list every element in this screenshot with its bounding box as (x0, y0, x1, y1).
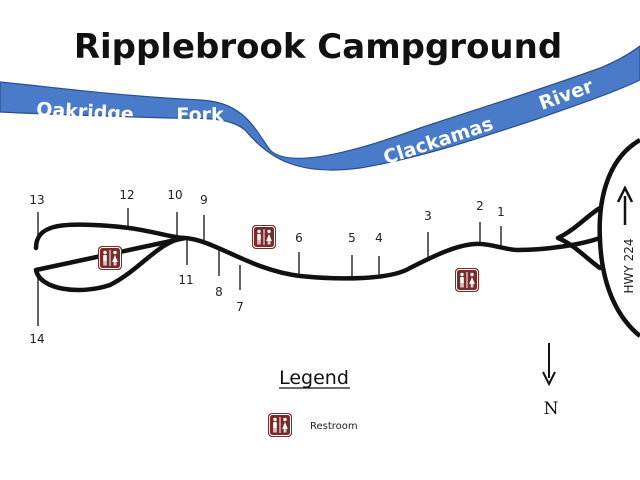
river-label-fork: Fork (176, 104, 224, 126)
restroom-icon (267, 412, 293, 438)
campsite-label-6: 6 (295, 231, 303, 245)
campsite-label-1: 1 (497, 205, 505, 219)
restroom-icon (97, 245, 123, 271)
campsite-label-7: 7 (236, 300, 244, 314)
campsite-label-3: 3 (424, 209, 432, 223)
campsite-spurs (37, 208, 502, 326)
campground-road (33, 205, 603, 293)
river (0, 45, 640, 171)
campsite-label-10: 10 (167, 188, 182, 202)
map-title: Ripplebrook Campground (74, 27, 562, 67)
campsite-label-11: 11 (178, 273, 193, 287)
north-label: N (544, 399, 559, 419)
legend-title: Legend (279, 367, 349, 389)
legend-item-restroom: Restroom (310, 421, 358, 432)
campsite-label-2: 2 (476, 199, 484, 213)
river-label-oakridge: Oakridge (36, 98, 135, 125)
highway-label: HWY 224 (622, 239, 636, 294)
restroom-icon (251, 224, 277, 250)
north-arrowhead-icon (542, 371, 556, 387)
campsite-label-13: 13 (29, 193, 44, 207)
highway-direction-arrowhead (616, 185, 634, 203)
campsite-label-9: 9 (200, 193, 208, 207)
campsite-label-8: 8 (215, 285, 223, 299)
campsite-label-14: 14 (29, 332, 44, 346)
restroom-icon (454, 267, 480, 293)
campsite-label-5: 5 (348, 231, 356, 245)
campsite-label-12: 12 (119, 188, 134, 202)
highway-road (597, 138, 640, 338)
campsite-label-4: 4 (375, 231, 383, 245)
